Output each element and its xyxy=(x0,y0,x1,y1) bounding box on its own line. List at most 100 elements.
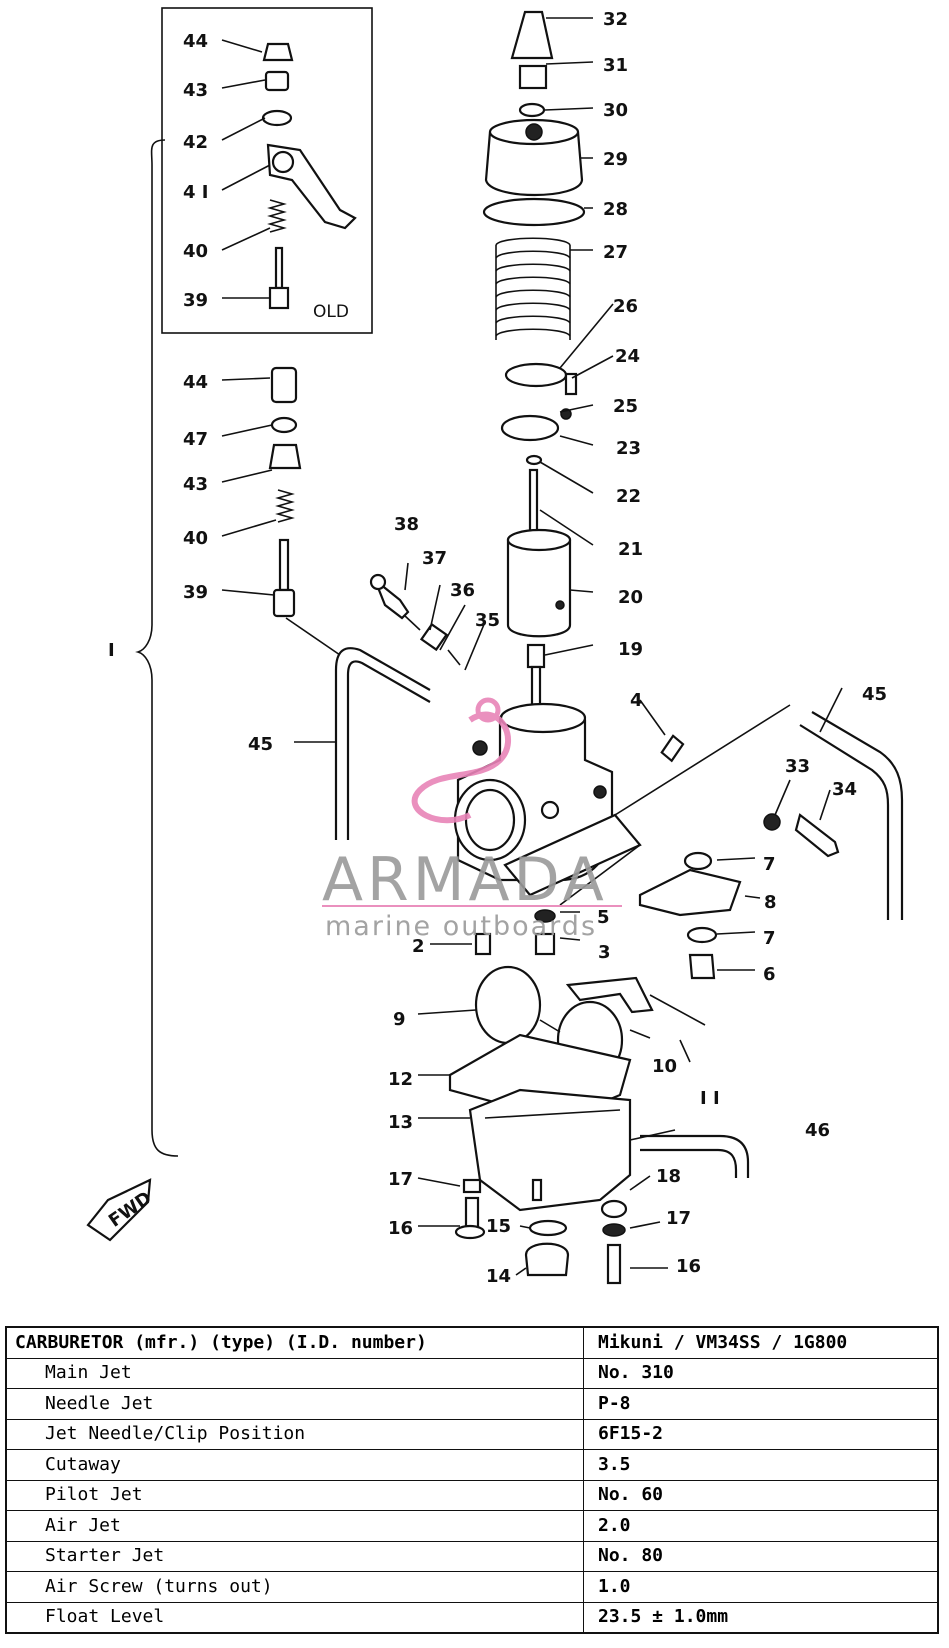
callout-7-lower: 7 xyxy=(763,928,776,949)
callout-32: 32 xyxy=(603,9,628,30)
old-parts-box xyxy=(161,7,373,334)
callout-17-right: 17 xyxy=(666,1208,691,1229)
callout-47: 47 xyxy=(183,429,208,450)
callout-40: 40 xyxy=(183,528,208,549)
callout-9: 9 xyxy=(393,1009,406,1030)
spec-value: 3.5 xyxy=(583,1449,939,1481)
table-row: Air Jet 2.0 xyxy=(5,1510,939,1542)
spec-label: Air Jet xyxy=(5,1510,584,1542)
callout-2: 2 xyxy=(412,936,425,957)
fwd-arrow-icon: FWD xyxy=(86,1178,156,1242)
spec-value: 2.0 xyxy=(583,1510,939,1542)
callout-25: 25 xyxy=(613,396,638,417)
spec-label: Starter Jet xyxy=(5,1540,584,1572)
callout-34: 34 xyxy=(832,779,857,800)
old-label: OLD xyxy=(313,302,349,322)
float-and-bowl xyxy=(448,965,706,1285)
callout-31: 31 xyxy=(603,55,628,76)
table-row: Air Screw (turns out) 1.0 xyxy=(5,1571,939,1603)
callout-12: 12 xyxy=(388,1069,413,1090)
spec-label: Pilot Jet xyxy=(5,1479,584,1511)
watermark-tagline: marine outboards xyxy=(325,911,597,942)
table-row: CARBURETOR (mfr.) (type) (I.D. number) M… xyxy=(5,1326,939,1359)
spec-value: 6F15-2 xyxy=(583,1418,939,1450)
assembly-brace xyxy=(135,139,179,1157)
callout-11: I I xyxy=(700,1088,720,1109)
table-row: Jet Needle/Clip Position 6F15-2 xyxy=(5,1418,939,1450)
starter-plunger-parts xyxy=(268,366,341,656)
callout-45-left: 45 xyxy=(248,734,273,755)
callout-19: 19 xyxy=(618,639,643,660)
callout-45-right: 45 xyxy=(862,684,887,705)
carburetor-exploded-diagram: OLD xyxy=(86,7,904,1287)
small-parts xyxy=(369,573,840,980)
callout-1: I xyxy=(108,640,115,661)
callout-15: 15 xyxy=(486,1216,511,1237)
callout-8: 8 xyxy=(764,892,777,913)
callout-39: 39 xyxy=(183,582,208,603)
callout-29: 29 xyxy=(603,149,628,170)
callout-38: 38 xyxy=(394,514,419,535)
spec-value: 23.5 ± 1.0mm xyxy=(583,1601,939,1634)
table-row: Pilot Jet No. 60 xyxy=(5,1479,939,1511)
callout-43-old: 43 xyxy=(183,80,208,101)
armada-watermark: ARMADA marine outboards xyxy=(322,697,622,942)
spec-label: Jet Needle/Clip Position xyxy=(5,1418,584,1450)
vent-hoses xyxy=(334,647,904,1178)
spec-label: CARBURETOR (mfr.) (type) (I.D. number) xyxy=(5,1326,584,1359)
callout-33: 33 xyxy=(785,756,810,777)
callout-23: 23 xyxy=(616,438,641,459)
top-cap-and-slide xyxy=(482,10,586,709)
spec-label: Needle Jet xyxy=(5,1388,584,1420)
callout-10: 10 xyxy=(652,1056,677,1077)
spec-label: Cutaway xyxy=(5,1449,584,1481)
spec-value: No. 60 xyxy=(583,1479,939,1511)
spec-value: Mikuni / VM34SS / 1G800 xyxy=(583,1326,939,1359)
spec-label: Air Screw (turns out) xyxy=(5,1571,584,1603)
callout-4: 4 xyxy=(630,690,643,711)
callout-17-left: 17 xyxy=(388,1169,413,1190)
spec-value: No. 80 xyxy=(583,1540,939,1572)
callout-28: 28 xyxy=(603,199,628,220)
spec-value: 1.0 xyxy=(583,1571,939,1603)
carburetor-spec-table: CARBURETOR (mfr.) (type) (I.D. number) M… xyxy=(5,1326,939,1634)
table-row: Cutaway 3.5 xyxy=(5,1449,939,1481)
table-row: Main Jet No. 310 xyxy=(5,1357,939,1389)
callout-3: 3 xyxy=(598,942,611,963)
callout-26: 26 xyxy=(613,296,638,317)
callout-21: 21 xyxy=(618,539,643,560)
callout-14: 14 xyxy=(486,1266,511,1287)
callout-5: 5 xyxy=(597,907,610,928)
callout-35: 35 xyxy=(475,610,500,631)
callout-43: 43 xyxy=(183,474,208,495)
table-row: Float Level 23.5 ± 1.0mm xyxy=(5,1601,939,1634)
carburetor-body xyxy=(453,702,791,906)
callout-44: 44 xyxy=(183,372,208,393)
callout-30: 30 xyxy=(603,100,628,121)
callout-13: 13 xyxy=(388,1112,413,1133)
callout-36: 36 xyxy=(450,580,475,601)
callout-18: 18 xyxy=(656,1166,681,1187)
spec-label: Float Level xyxy=(5,1601,584,1634)
callout-42: 42 xyxy=(183,132,208,153)
leader-lines xyxy=(221,17,843,1276)
callout-16-right: 16 xyxy=(676,1256,701,1277)
callout-7-upper: 7 xyxy=(763,854,776,875)
table-row: Needle Jet P-8 xyxy=(5,1388,939,1420)
table-row: Starter Jet No. 80 xyxy=(5,1540,939,1572)
callout-46: 46 xyxy=(805,1120,830,1141)
watermark-brand: ARMADA xyxy=(322,845,608,915)
callout-27: 27 xyxy=(603,242,628,263)
callout-20: 20 xyxy=(618,587,643,608)
callout-22: 22 xyxy=(616,486,641,507)
callout-16-left: 16 xyxy=(388,1218,413,1239)
callout-40-old: 40 xyxy=(183,241,208,262)
callout-numbers: 32 31 30 29 28 27 26 2 4 25 23 22 21 20 1… xyxy=(108,9,887,1287)
callout-37: 37 xyxy=(422,548,447,569)
spec-value: P-8 xyxy=(583,1388,939,1420)
callout-41: 4 I xyxy=(183,182,209,203)
spec-label: Main Jet xyxy=(5,1357,584,1389)
old-starter-parts xyxy=(261,42,357,310)
watermark-logo-icon xyxy=(411,711,512,824)
callout-6: 6 xyxy=(763,964,776,985)
